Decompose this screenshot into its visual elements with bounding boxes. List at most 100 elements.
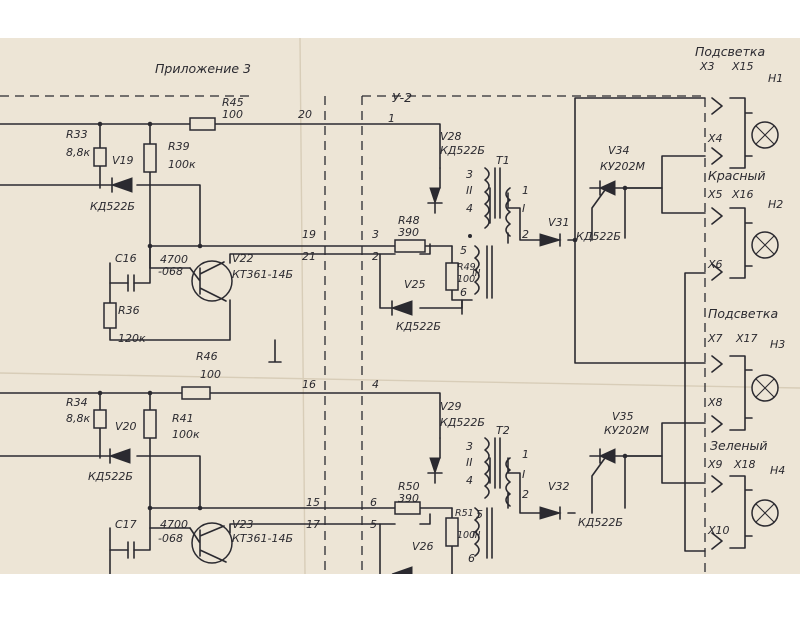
value-r51: 100 [457,530,475,541]
transistor-v22 [191,260,233,302]
transformer-t2-winding-iii [474,507,480,557]
value-c16-2: -068 [158,265,183,278]
type-v28: КД522Б [440,144,485,157]
type-v29: КД522Б [440,416,485,429]
t1-pin-5: 5 [460,244,467,257]
t2-winding-iii: III [472,530,481,541]
connector-x8: X8 [707,396,723,409]
t1-pin-1: 1 [522,184,529,197]
t2-pin-3: 3 [466,440,473,453]
label-v35: V35 [612,410,634,423]
wire [684,272,706,552]
resistor-r50 [394,501,421,515]
label-r46: R46 [196,350,218,363]
diode-v20 [108,448,131,464]
value-r34: 8,8к [66,412,90,425]
wire [0,123,441,169]
label-v20: V20 [115,420,137,433]
resistor-r51 [445,517,459,547]
resistor-r33 [93,147,107,167]
transformer-t2-winding-ii [484,437,490,499]
connector-x9: X9 [707,458,723,471]
label-c17: C17 [115,518,137,531]
type-v32: КД522Б [578,516,623,529]
connector-x7: X7 [707,332,723,345]
label-v22: V22 [232,252,254,265]
thyristor-v35 [598,448,616,464]
value-r36: 120к [118,332,146,345]
label-podsvetka-top: Подсветка [695,44,765,59]
label-v26: V26 [412,540,434,553]
diode-v31 [539,233,562,247]
label-krasny: Красный [708,168,766,183]
connector-x15: X15 [731,60,754,73]
transformer-t2-winding-i [505,457,511,507]
connector-x17: X17 [735,332,758,345]
transformer-t1-winding-i [505,187,511,237]
wire [489,457,541,514]
capacitor-c16 [127,274,135,292]
pin-16: 16 [302,378,316,391]
wire [109,527,151,551]
transformer-t1-winding-ii [484,167,490,229]
label-v31: V31 [548,216,570,229]
t2-winding-ii: II [466,456,473,469]
connector-x6: X6 [707,258,723,271]
pin-3: 3 [372,228,379,241]
diode-v32 [539,506,562,520]
wire [379,513,431,574]
capacitor-c17 [127,541,135,559]
value-r49: 100 [457,274,475,285]
t1-pin-3: 3 [466,168,473,181]
transformer-t1-winding-iii [474,245,480,295]
resistor-r46 [181,386,211,400]
wire [99,392,151,529]
label-t1: Т1 [496,154,510,167]
pin-17: 17 [306,518,320,531]
ground [268,339,282,363]
transformer-t2-core [494,437,501,489]
paper-fold [0,372,800,389]
type-v20: КД522Б [88,470,133,483]
t2-winding-i: I [522,468,525,481]
wire [624,187,706,214]
resistor-r48 [394,239,426,253]
wire [489,187,541,244]
t1-winding-iii: III [472,268,481,279]
lamp-h4-label: H4 [770,464,785,477]
type-v22: КТ361-14Б [232,268,293,281]
t1-pin-4: 4 [466,202,473,215]
boundary-dash-right [362,95,706,574]
t2-pin-4: 4 [466,474,473,487]
label-r41: R41 [172,412,194,425]
t2-pin-5: 5 [476,508,483,521]
label-v28: V28 [440,130,462,143]
type-v19: КД522Б [90,200,135,213]
pin-2: 2 [372,250,379,263]
wire [109,262,231,341]
connector-x16: X16 [731,188,754,201]
label-v34: V34 [608,144,630,157]
pin-20: 20 [298,108,312,121]
lamp-h3-label: H3 [770,338,785,351]
label-c16: C16 [115,252,137,265]
wire [567,97,706,241]
resistor-r41 [143,409,157,439]
wire [589,455,626,509]
paper-fold [299,38,306,574]
label-r48: R48 [398,214,420,227]
t2-pin-2: 2 [522,488,529,501]
type-v23: КТ361-14Б [232,532,293,545]
label-zeleny: Зеленый [710,438,768,453]
schematic-sheet: Приложение 3 У-2 Подсветка Красный Подсв… [0,38,800,574]
pin-19: 19 [302,228,316,241]
label-r51: R51 [455,508,474,519]
t1-pin-6: 6 [460,286,467,299]
resistor-r36 [103,302,117,329]
connector-x18: X18 [733,458,756,471]
wire [109,245,151,284]
value-r48: 390 [398,226,419,239]
pin-6: 6 [370,496,377,509]
label-v29: V29 [440,400,462,413]
transformer-t1-core [494,167,501,219]
